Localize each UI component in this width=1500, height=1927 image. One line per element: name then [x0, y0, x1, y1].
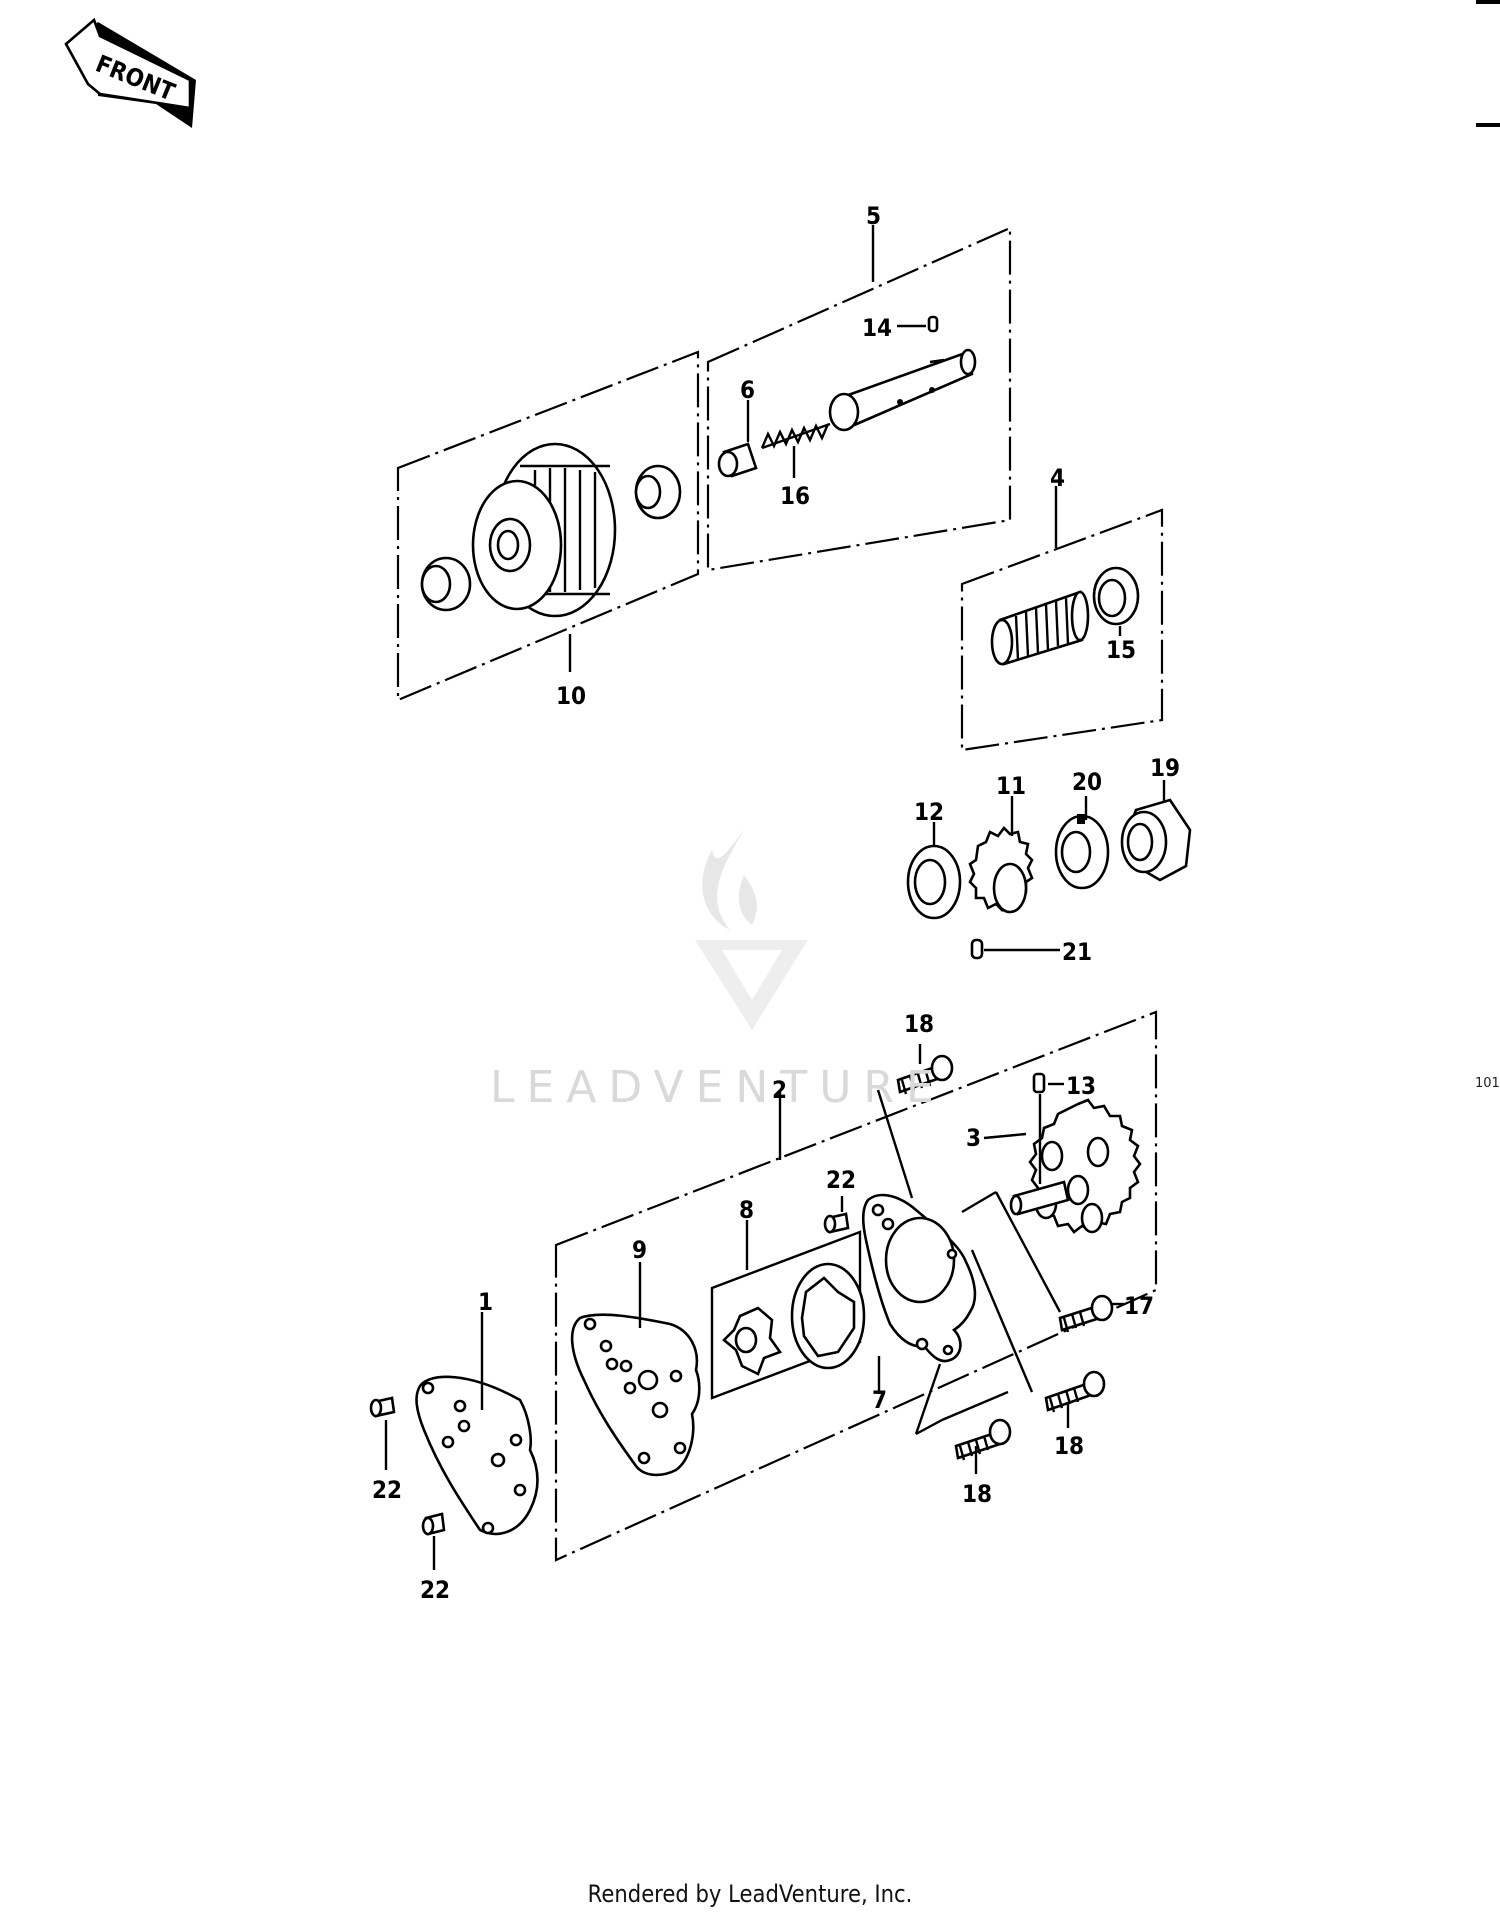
callout-22-mid: 22 — [826, 1166, 856, 1194]
part-18-bolt-bottom — [954, 1418, 1012, 1461]
part-8-outer-rotor — [790, 1262, 866, 1370]
callout-1: 1 — [478, 1288, 493, 1316]
footer-credit: Rendered by LeadVenture, Inc. — [587, 1880, 913, 1908]
callout-19: 19 — [1150, 754, 1180, 782]
oil-filter — [471, 442, 617, 618]
part-22-dowel-lower — [421, 1512, 446, 1536]
callout-14: 14 — [862, 314, 892, 342]
part-3-drive-gear — [1009, 1098, 1142, 1234]
callout-17: 17 — [1124, 1292, 1154, 1320]
front-arrow: FRONT — [64, 17, 196, 128]
strainer-o-ring — [1092, 566, 1140, 626]
callout-18-top: 18 — [904, 1010, 934, 1038]
filter-seal-left — [420, 556, 472, 612]
part-18-bolt-top — [896, 1054, 954, 1095]
leader-lines — [876, 1089, 1062, 1436]
callout-12: 12 — [914, 798, 944, 826]
callout-2: 2 — [772, 1076, 787, 1104]
callout-labels: 1 2 3 4 5 6 7 8 9 10 11 12 13 14 15 16 1… — [372, 202, 1180, 1604]
callout-22-lower: 22 — [420, 1576, 450, 1604]
part-12-shim — [906, 844, 962, 920]
callout-15: 15 — [1106, 636, 1136, 664]
part-17-bolt — [1058, 1294, 1114, 1333]
callout-9: 9 — [632, 1236, 647, 1264]
oil-strainer — [990, 590, 1090, 666]
part-1-gasket-plate — [415, 1375, 539, 1536]
callout-16: 16 — [780, 482, 810, 510]
callout-5: 5 — [866, 202, 881, 230]
callout-3: 3 — [966, 1124, 981, 1152]
edge-tick-top — [1476, 0, 1500, 4]
callout-18-bottom: 18 — [962, 1480, 992, 1508]
part-8-inner-rotor — [722, 1306, 783, 1376]
callout-13: 13 — [1066, 1072, 1096, 1100]
callout-7: 7 — [872, 1386, 887, 1414]
relief-valve-body — [828, 348, 977, 432]
part-9-pump-body — [570, 1313, 701, 1477]
part-21-pin — [970, 938, 984, 960]
part-13-pin — [1032, 1072, 1046, 1094]
section-10-box — [396, 350, 700, 702]
callout-4: 4 — [1050, 464, 1065, 492]
callout-22-upper: 22 — [372, 1476, 402, 1504]
relief-valve-piston — [717, 442, 758, 478]
part-14-pin — [927, 315, 939, 333]
callout-21: 21 — [1062, 938, 1092, 966]
relief-valve-spring — [760, 422, 831, 450]
part-7-pump-housing — [861, 1193, 977, 1363]
part-18-bolt-right — [1044, 1370, 1106, 1413]
callout-11: 11 — [996, 772, 1026, 800]
callout-8: 8 — [739, 1196, 754, 1224]
part-22-dowel-upper — [369, 1396, 396, 1418]
callout-20: 20 — [1072, 768, 1102, 796]
page-code: 101 — [1475, 1076, 1500, 1091]
callout-10: 10 — [556, 682, 586, 710]
section-2-box — [554, 1010, 1158, 1562]
part-22-dowel-mid — [823, 1212, 850, 1234]
part-20-washer — [1054, 814, 1110, 890]
section-5-box — [706, 226, 1012, 572]
part-11-pinion-gear — [968, 826, 1034, 914]
watermark-text: LEADVENTURE — [490, 1062, 946, 1113]
edge-tick-mid — [1476, 123, 1500, 127]
filter-seal-right — [634, 464, 682, 520]
callout-6: 6 — [740, 376, 755, 404]
leadventure-flame-v-logo — [695, 830, 808, 1030]
callout-18-right: 18 — [1054, 1432, 1084, 1460]
section-4-box — [960, 508, 1164, 752]
part-19-nut — [1120, 798, 1192, 882]
